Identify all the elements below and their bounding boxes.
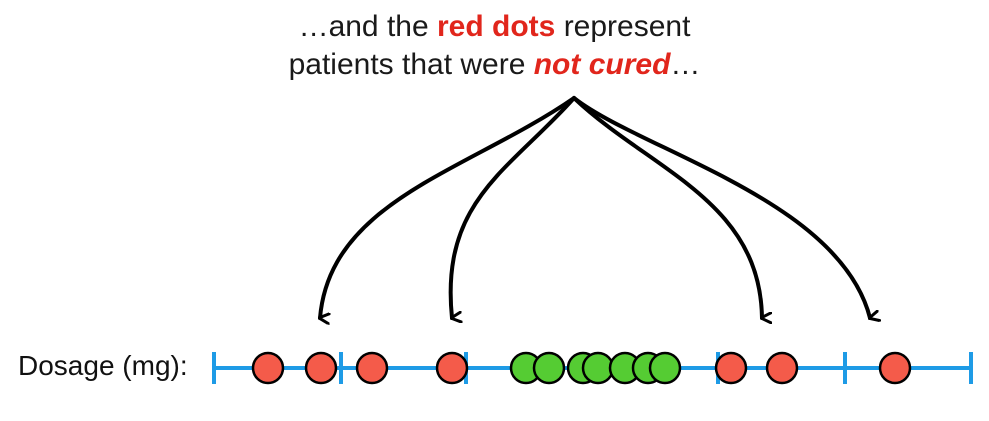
arrow [572, 96, 762, 318]
arrow [448, 96, 576, 318]
caption-line-2-post: … [670, 48, 701, 81]
not-cured-dot [714, 351, 748, 385]
not-cured-dot [765, 351, 799, 385]
not-cured-dot [304, 351, 338, 385]
arrows-group [320, 96, 870, 318]
not-cured-dot [355, 351, 389, 385]
caption-line-2-pre: patients that were [288, 48, 534, 81]
cured-dot [581, 351, 615, 385]
dots-group [251, 351, 912, 385]
cured-dot [532, 351, 566, 385]
cured-dot [648, 351, 682, 385]
caption-line-1: …and the red dots represent [0, 8, 989, 46]
not-cured-dot [878, 351, 912, 385]
arrow [320, 96, 576, 318]
not-cured-dot [435, 351, 469, 385]
not-cured-dot [251, 351, 285, 385]
caption-line-2: patients that were not cured… [0, 46, 989, 84]
caption-line-1-post: represent [555, 10, 691, 43]
dosage-axis-label: Dosage (mg): [18, 350, 188, 381]
arrow [572, 96, 870, 318]
caption-red-dots-highlight: red dots [437, 10, 556, 43]
caption-line-1-pre: …and the [298, 10, 437, 43]
caption-not-cured-highlight: not cured [533, 48, 671, 81]
